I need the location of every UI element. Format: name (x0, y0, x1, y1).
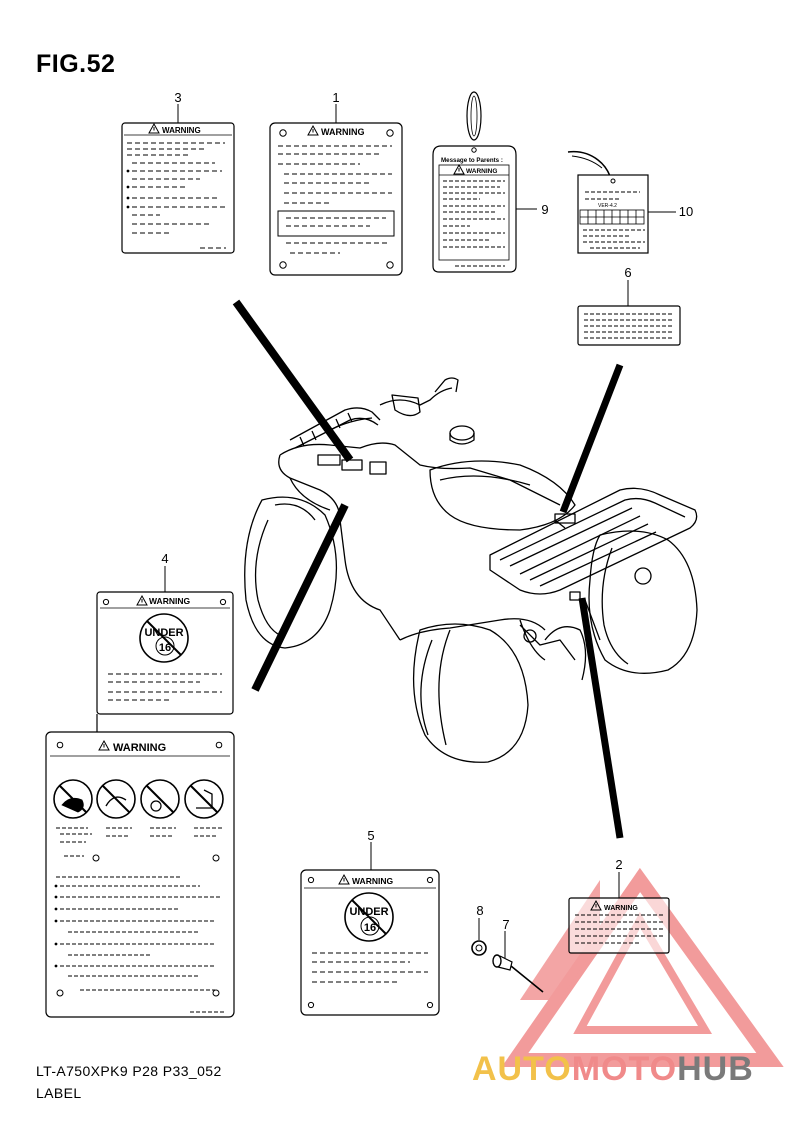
warning-text-3: WARNING (162, 126, 201, 135)
warning-text-2: WARNING (604, 905, 638, 912)
under-text-5: UNDER (349, 906, 388, 918)
figure-name: LABEL (36, 1085, 82, 1101)
label-large-warning (45, 714, 235, 1018)
atv-illustration (244, 377, 698, 763)
label-texts: WARNING WARNING Message to Parents : WAR… (113, 126, 638, 934)
callout-7: 7 (502, 917, 509, 932)
watermark-text-hub: HUB (677, 1050, 754, 1088)
callout-2: 2 (615, 857, 622, 872)
callout-5: 5 (367, 828, 374, 843)
callout-numbers: 3 1 9 10 6 4 5 2 8 7 (161, 90, 693, 932)
callout-1: 1 (332, 90, 339, 105)
warning-text-large: WARNING (113, 742, 166, 754)
watermark-text-auto: AUTO (472, 1050, 572, 1088)
warning-text-4: WARNING (149, 596, 190, 606)
callout-9: 9 (541, 202, 548, 217)
watermark-text-moto: MOTO (571, 1050, 678, 1088)
warning-text-9: WARNING (466, 168, 497, 175)
message-to-parents-text: Message to Parents : (441, 157, 503, 164)
label-6 (577, 280, 681, 346)
label-1 (269, 104, 403, 276)
callout-10: 10 (679, 204, 693, 219)
callout-8: 8 (476, 903, 483, 918)
label-10 (567, 150, 676, 254)
figure-code: LT-A750XPK9 P28 P33_052 (36, 1063, 222, 1079)
callout-3: 3 (174, 90, 181, 105)
label-9 (432, 91, 537, 273)
leader-lines (232, 299, 624, 839)
age-text-5: 16 (364, 922, 376, 934)
callout-6: 6 (624, 265, 631, 280)
label-2 (568, 872, 670, 954)
watermark-text: AUTOMOTOHUB (472, 1050, 754, 1089)
warning-text-1: WARNING (321, 127, 365, 137)
label-4 (96, 566, 234, 715)
label-5 (300, 842, 440, 1016)
figure-title: FIG.52 (36, 50, 116, 78)
label-3 (121, 104, 235, 254)
warning-text-5: WARNING (352, 876, 393, 886)
version-text: VER-4.2 (598, 203, 617, 209)
part-8-washer (471, 918, 487, 956)
callout-4: 4 (161, 551, 168, 566)
part-7-rivet (492, 931, 544, 993)
age-text-4: 16 (159, 642, 171, 654)
under-text-4: UNDER (144, 627, 183, 639)
